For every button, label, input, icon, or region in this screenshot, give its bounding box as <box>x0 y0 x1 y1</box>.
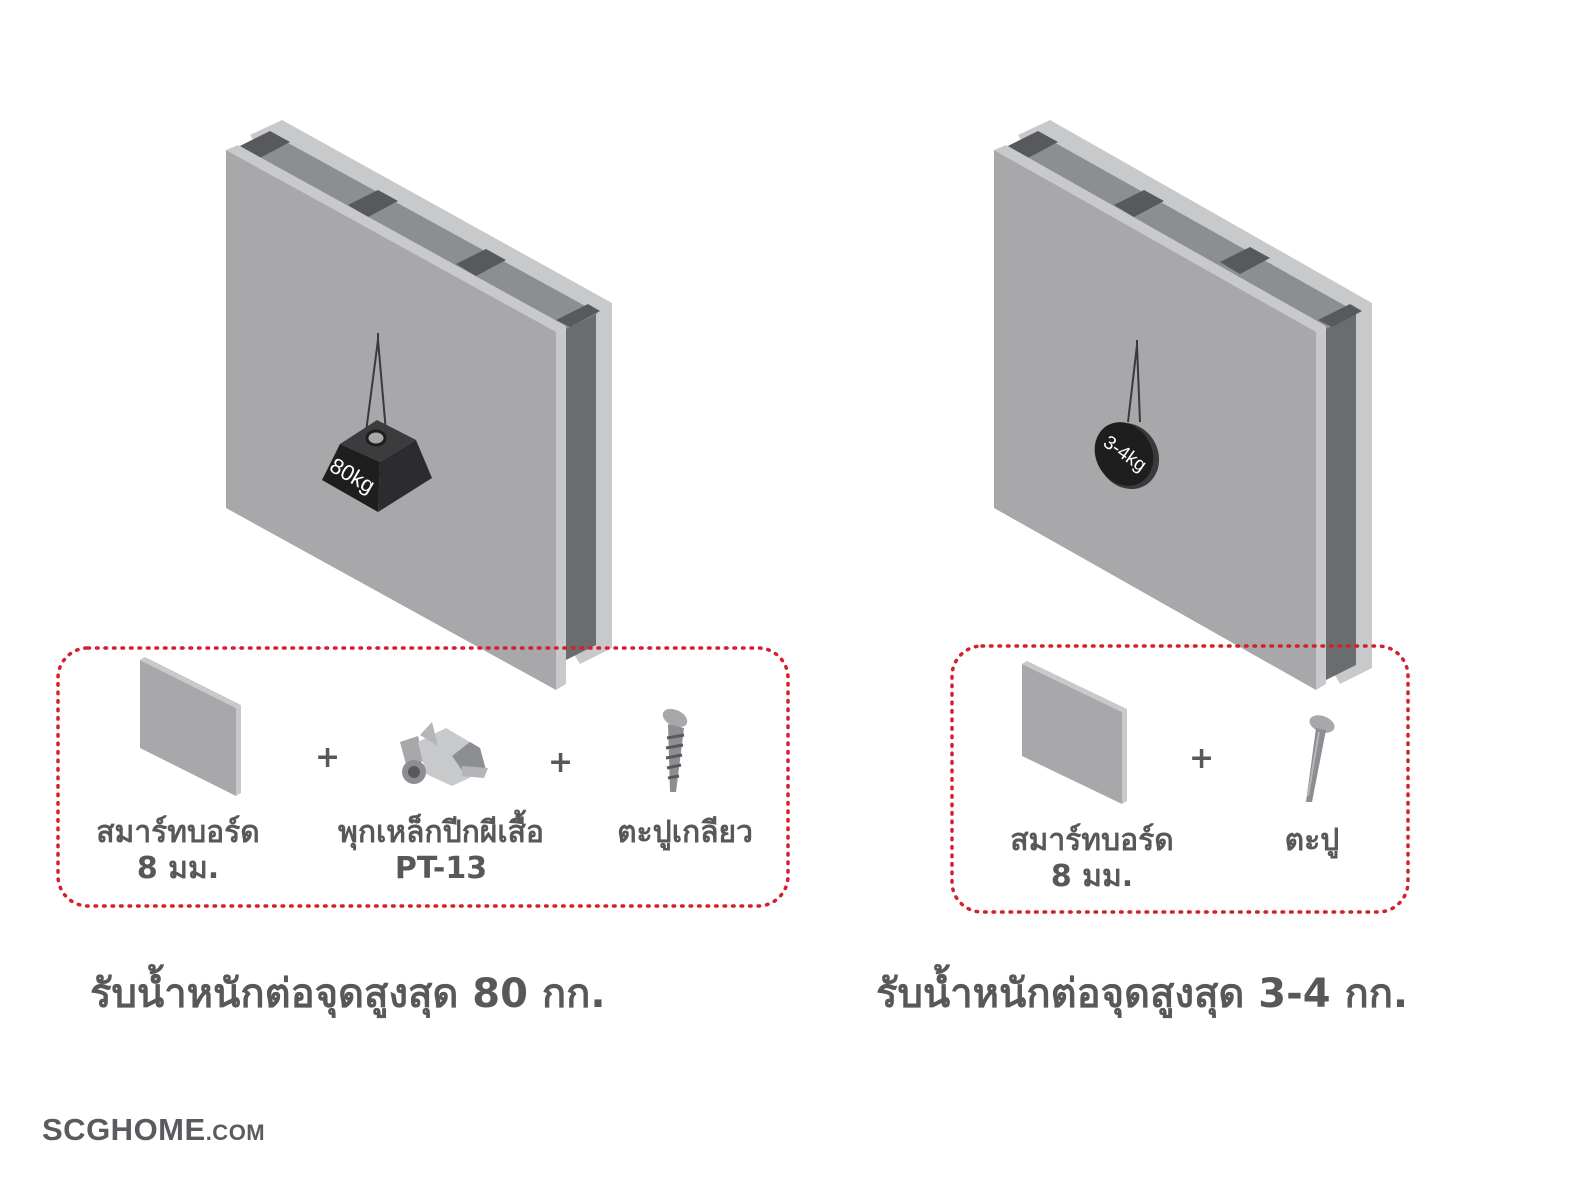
left-plus-1: + <box>315 740 341 775</box>
right-item-nail-name: ตะปู <box>1284 823 1340 858</box>
left-wall-top-cavity <box>236 132 598 329</box>
left-wall-front-top-edge <box>226 145 566 332</box>
left-hanging-weight: 80kg <box>322 333 432 512</box>
right-wall-stud-top-2 <box>1114 190 1164 217</box>
left-weight-front <box>322 444 380 512</box>
right-item-smartboard-name: สมาร์ทบอร์ด <box>1010 823 1174 858</box>
left-item-smartboard-label: สมาร์ทบอร์ด 8 มม. <box>78 815 278 887</box>
left-item-anchor-name: พุกเหล็กปีกผีเสื้อ <box>338 815 544 850</box>
right-item-smartboard-label: สมาร์ทบอร์ด 8 มม. <box>992 823 1192 895</box>
right-wall-front-top-edge <box>994 145 1326 332</box>
screw-icon <box>662 708 688 792</box>
nail-icon <box>1306 715 1335 802</box>
brand-logo-suffix: .COM <box>205 1120 266 1145</box>
right-wall-front-face <box>994 150 1316 690</box>
butterfly-anchor-icon <box>400 722 488 786</box>
right-wall-stud-top-4 <box>1318 304 1362 327</box>
right-wall-front-side-edge <box>1316 326 1326 690</box>
right-capacity-caption: รับน้ำหนักต่อจุดสูงสุด 3-4 กก. <box>876 971 1409 1017</box>
right-wall-top-cavity <box>1004 132 1358 329</box>
left-wall-front-side-edge <box>556 326 566 690</box>
left-wall-stud-top-3 <box>456 249 506 276</box>
right-weight-disc-face <box>1094 422 1154 486</box>
left-wall-front-face <box>226 150 556 690</box>
left-wall-stud-top-1 <box>240 131 290 158</box>
left-wall-stud-top-4 <box>556 304 600 327</box>
left-wall-stud-top-2 <box>348 190 398 217</box>
right-wall-stud-column <box>1326 311 1356 680</box>
left-components-box <box>56 646 790 908</box>
left-item-smartboard-thickness: 8 มม. <box>136 851 220 886</box>
right-item-smartboard-thickness: 8 มม. <box>1050 859 1134 894</box>
left-item-anchor-model: PT-13 <box>394 851 488 886</box>
brand-logo: SCGHOME.COM <box>42 1112 265 1148</box>
left-item-anchor-label: พุกเหล็กปีกผีเสื้อ PT-13 <box>312 815 570 887</box>
left-smartboard-sample <box>140 657 241 796</box>
left-weight-wire <box>365 339 387 433</box>
left-weight-side <box>378 440 432 512</box>
left-item-screw-label: ตะปูเกลียว <box>600 815 770 851</box>
left-item-smartboard-name: สมาร์ทบอร์ด <box>96 815 260 850</box>
brand-logo-main: SCGHOME <box>42 1112 206 1147</box>
right-wall-stud-top-3 <box>1220 247 1270 274</box>
right-hanging-weight: 3-4kg <box>1094 340 1160 490</box>
right-plus-1: + <box>1189 741 1215 776</box>
left-weight-ring <box>365 429 387 447</box>
right-smartboard-sample <box>1022 661 1127 804</box>
right-wall-assembly <box>994 120 1372 690</box>
right-wall-stud-top-1 <box>1008 131 1058 158</box>
right-weight-wire <box>1127 344 1141 423</box>
left-capacity-caption: รับน้ำหนักต่อจุดสูงสุด 80 กก. <box>90 971 606 1017</box>
right-item-nail-label: ตะปู <box>1262 823 1362 859</box>
left-wall-stud-column <box>566 311 596 660</box>
left-wall-assembly <box>226 120 612 690</box>
left-item-screw-name: ตะปูเกลียว <box>617 815 753 850</box>
left-plus-2: + <box>548 745 574 780</box>
right-components-box <box>950 644 1410 914</box>
